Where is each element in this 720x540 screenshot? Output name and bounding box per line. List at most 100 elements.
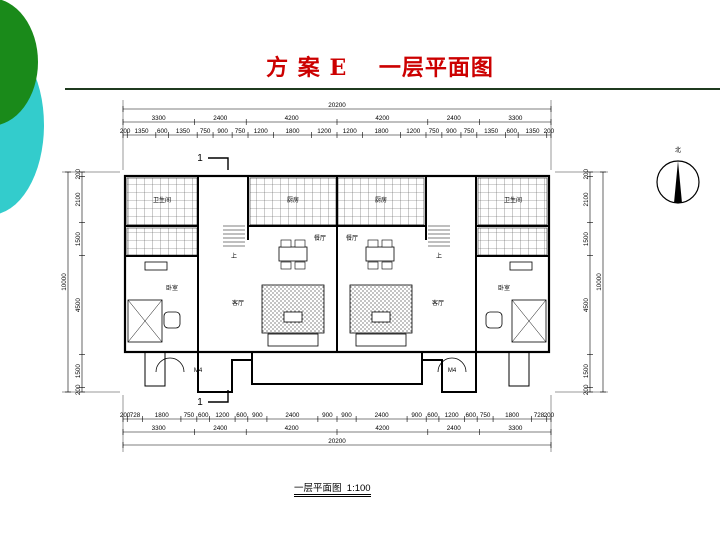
dim-label: 1800 [374, 128, 389, 135]
bath-floor-tile [126, 177, 198, 226]
dim-label: 1200 [445, 412, 460, 419]
dim-label: 4200 [375, 115, 390, 122]
dim-label: 728 [130, 412, 141, 419]
dim-label: 600 [466, 412, 477, 419]
coffee-table [371, 311, 391, 323]
dim-label: 600 [157, 128, 168, 135]
caption-underline [294, 494, 371, 495]
room-label-stair-up_l: 上 [231, 252, 237, 260]
dim-label: 2400 [447, 425, 462, 432]
dim-label: 2400 [213, 115, 228, 122]
dim-label: 3300 [508, 115, 523, 122]
room-label-bedroom-r: 卧室 [498, 284, 510, 292]
section-mark: 1 [197, 153, 203, 164]
dining-chair [367, 261, 379, 270]
wall-living-bay [251, 352, 423, 385]
dim-label: 1500 [583, 232, 590, 247]
wardrobe [144, 261, 168, 271]
room-label-door-l: M4 [194, 368, 203, 374]
dim-label: 750 [464, 128, 475, 135]
title-rule [65, 88, 720, 90]
dim-label: 2400 [447, 115, 462, 122]
caption-underline-2 [294, 496, 371, 497]
dim-label: 20200 [328, 102, 346, 109]
kitchen-floor-tile [337, 177, 425, 226]
dining-chair [280, 261, 292, 270]
furniture [127, 225, 547, 373]
dim-label: 600 [507, 128, 518, 135]
floor-plan: 20200 3300 2400 4200 4200 2400 3300 200 1350 600 1… [61, 100, 608, 452]
dim-label: 200 [120, 128, 131, 135]
room-label-bath-l: 卫生间 [153, 196, 171, 204]
dim-label: 900 [341, 412, 352, 419]
north-needle-icon [674, 161, 682, 203]
dim-label: 1500 [75, 232, 82, 247]
dim-label: 1800 [505, 412, 520, 419]
dim-label: 2100 [75, 192, 82, 207]
dining-chair [381, 261, 393, 270]
dim-label: 1350 [484, 128, 499, 135]
dim-label: 4200 [375, 425, 390, 432]
dim-label: 3300 [152, 115, 167, 122]
wall-lower-left [197, 352, 253, 393]
dim-label: 900 [322, 412, 333, 419]
dining-chair [294, 239, 306, 248]
dim-label: 1350 [525, 128, 540, 135]
bed-line [511, 299, 547, 343]
carpet-left [261, 284, 325, 334]
dim-label: 200 [583, 168, 590, 179]
bath-floor-tile [126, 227, 198, 256]
dim-label: 4200 [285, 115, 300, 122]
bath-floor-tile [477, 177, 548, 226]
dim-label: 10000 [596, 273, 603, 291]
dim-label: 600 [427, 412, 438, 419]
dim-label: 2400 [213, 425, 228, 432]
coffee-table [283, 311, 303, 323]
room-label-kitchen-l: 厨房 [287, 196, 299, 204]
plan-caption: 一层平面图 1:100 [294, 480, 371, 497]
armchair [485, 311, 503, 329]
dining-table [278, 246, 308, 262]
green-shape [0, 0, 38, 125]
entry-door-left [155, 357, 185, 373]
dim-label: 200 [544, 412, 555, 419]
dim-label: 4500 [583, 298, 590, 313]
dim-label: 900 [411, 412, 422, 419]
dim-label: 750 [200, 128, 211, 135]
dining-chair [367, 239, 379, 248]
dim-label: 900 [217, 128, 228, 135]
section-mark: 1 [197, 397, 203, 408]
dim-label: 2400 [285, 412, 300, 419]
room-label-dining-l: 餐厅 [314, 234, 326, 242]
entry-door-right [437, 357, 467, 373]
dim-label: 1500 [583, 364, 590, 379]
room-label-door-r: M4 [448, 368, 457, 374]
dining-chair [280, 239, 292, 248]
room-label-kitchen-r: 厨房 [375, 196, 387, 204]
dim-label: 1200 [343, 128, 358, 135]
column-right [508, 351, 530, 387]
dim-label: 200 [583, 384, 590, 395]
dim-label: 900 [446, 128, 457, 135]
dim-label: 4200 [285, 425, 300, 432]
rooms [126, 177, 548, 334]
room-label-stair-up_r: 上 [436, 252, 442, 260]
dim-label: 200 [75, 384, 82, 395]
dim-label: 1200 [406, 128, 421, 135]
wardrobe [509, 261, 533, 271]
dim-label: 900 [252, 412, 263, 419]
dim-label: 1500 [75, 364, 82, 379]
dim-label: 750 [235, 128, 246, 135]
room-label-living-l: 客厅 [232, 299, 244, 307]
dim-label: 1800 [285, 128, 300, 135]
dim-label: 750 [184, 412, 195, 419]
dim-label: 2400 [375, 412, 390, 419]
dim-label: 10000 [61, 273, 68, 291]
room-label-dining-r: 餐厅 [346, 234, 358, 242]
dim-label: 1800 [155, 412, 170, 419]
section-bracket [208, 390, 229, 403]
caption-title: 一层平面图 [294, 483, 342, 494]
slide-decoration [0, 0, 44, 214]
dim-label: 200 [75, 168, 82, 179]
